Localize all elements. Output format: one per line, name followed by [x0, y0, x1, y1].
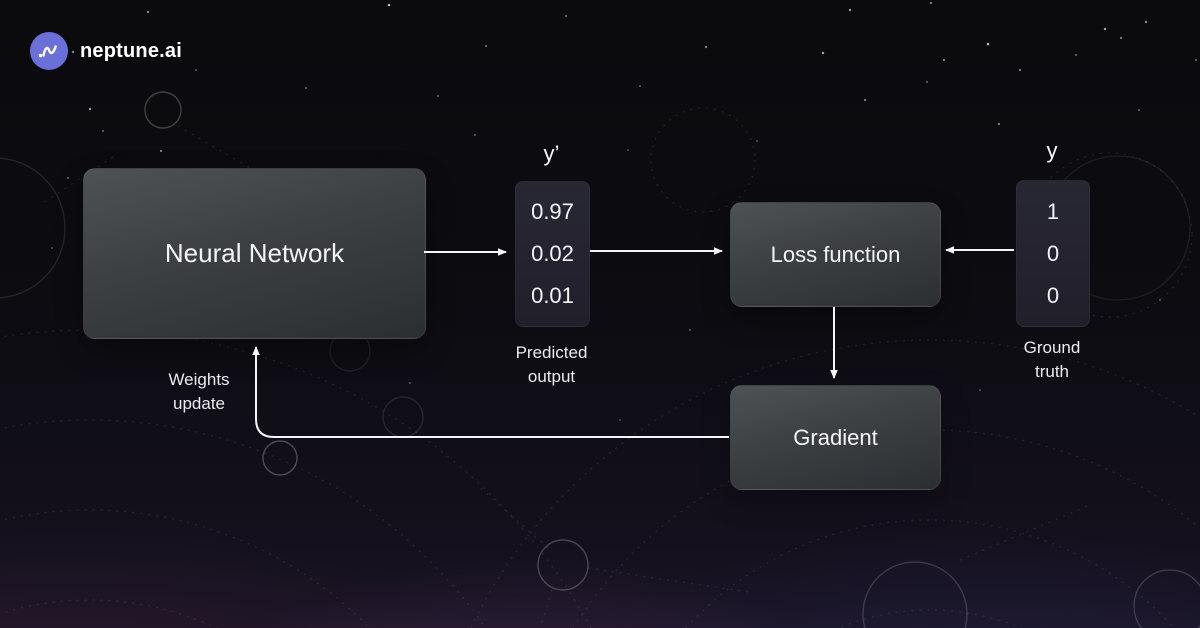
- predicted-output-vector: 0.97 0.02 0.01: [515, 181, 590, 327]
- gradient-node: Gradient: [730, 385, 941, 490]
- gradient-label: Gradient: [793, 424, 878, 450]
- weights-update-caption: Weights update: [168, 370, 230, 413]
- truth-value-2: 0: [1046, 240, 1060, 266]
- ground-truth-symbol: y: [1046, 138, 1058, 163]
- ground-truth-caption: Ground truth: [1023, 338, 1081, 381]
- predicted-value-1: 0.97: [531, 199, 574, 224]
- truth-value-3: 0: [1046, 282, 1060, 308]
- predicted-symbol: y’: [543, 141, 560, 166]
- brand-logo: neptune.ai: [30, 32, 182, 70]
- predicted-value-2: 0.02: [531, 241, 574, 266]
- ground-truth-vector: 1 0 0: [1016, 180, 1090, 327]
- neural-network-label: Neural Network: [164, 238, 345, 268]
- truth-value-1: 1: [1046, 198, 1060, 224]
- brand-name: neptune.ai: [80, 39, 183, 62]
- predicted-value-3: 0.01: [531, 283, 574, 308]
- neural-network-node: Neural Network: [83, 168, 426, 339]
- loss-function-label: Loss function: [770, 241, 901, 267]
- neptune-logo-icon: [30, 32, 68, 70]
- loss-function-node: Loss function: [730, 202, 941, 307]
- predicted-output-caption: Predicted output: [515, 343, 588, 386]
